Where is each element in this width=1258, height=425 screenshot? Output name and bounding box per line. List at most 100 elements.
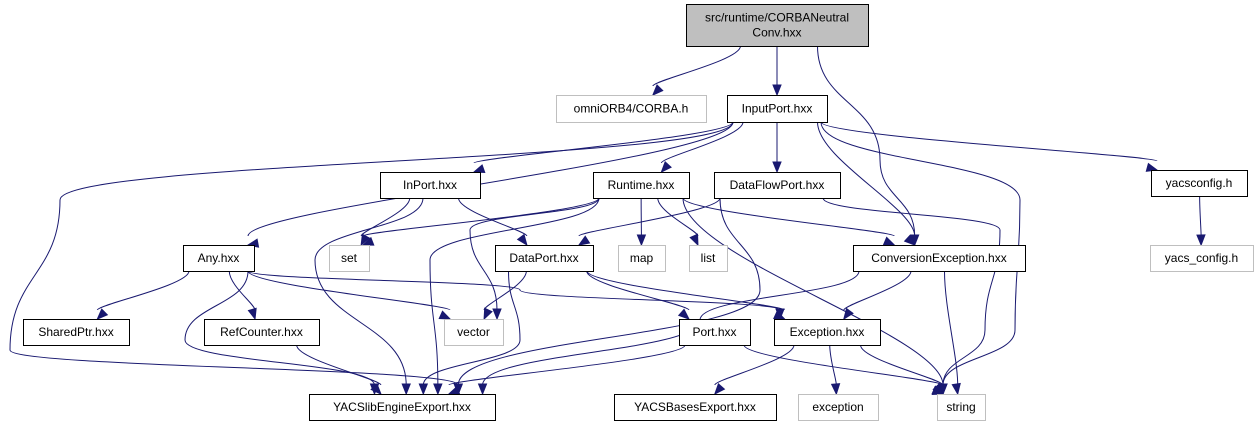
node-any[interactable]: Any.hxx <box>183 245 255 272</box>
node-exception_hxx[interactable]: Exception.hxx <box>774 319 881 346</box>
node-yacsconfig[interactable]: yacsconfig.h <box>1151 170 1248 197</box>
node-box <box>679 319 751 346</box>
edge-line <box>817 45 916 237</box>
arrowhead-icon <box>472 164 486 174</box>
node-refcounter[interactable]: RefCounter.hxx <box>204 319 320 346</box>
node-label: Runtime.hxx <box>608 178 675 192</box>
node-port[interactable]: Port.hxx <box>679 319 751 346</box>
arrowhead-icon <box>842 307 854 321</box>
edge-line <box>228 270 256 311</box>
arrowhead-icon <box>1196 234 1206 247</box>
edge-root-to-inputport <box>772 46 782 97</box>
arrowhead-icon <box>651 84 664 96</box>
node-yacsbases[interactable]: YACSBasesExport.hxx <box>614 394 777 421</box>
node-box <box>204 319 320 346</box>
edge-line <box>578 197 721 237</box>
edge-line <box>714 344 795 386</box>
edge-dataflowport-to-string <box>822 197 1001 396</box>
edge-runtime-to-yacslibengine <box>429 197 600 396</box>
node-box <box>495 245 594 272</box>
arrowhead-icon <box>951 382 961 396</box>
edge-refcounter-to-yacslibengine <box>296 344 382 395</box>
edge-any-to-refcounter <box>228 270 257 321</box>
node-label: map <box>630 251 654 265</box>
arrowhead-icon <box>370 383 382 395</box>
arrowhead-icon <box>577 235 591 246</box>
edge-line <box>586 270 690 311</box>
node-runtime[interactable]: Runtime.hxx <box>593 172 690 199</box>
node-label: DataFlowPort.hxx <box>730 178 825 192</box>
edge-line <box>586 270 786 311</box>
edge-line <box>314 197 424 386</box>
edge-any-to-sharedptr <box>96 270 190 320</box>
arrowhead-icon <box>418 383 429 396</box>
node-box <box>798 394 879 421</box>
node-label: Any.hxx <box>198 251 240 265</box>
node-omniorb: omniORB4/CORBA.h <box>556 95 707 123</box>
edge-inputport-to-conversionexception <box>817 121 916 246</box>
edge-runtime-to-set <box>361 197 600 246</box>
node-conversionexception[interactable]: ConversionException.hxx <box>853 245 1026 272</box>
node-sharedptr[interactable]: SharedPtr.hxx <box>23 319 130 346</box>
edge-line <box>429 197 600 386</box>
node-box <box>686 4 869 47</box>
arrowhead-icon <box>830 383 841 396</box>
node-box <box>1150 245 1254 272</box>
edge-exception_hxx-to-exception <box>829 344 841 396</box>
node-label: ConversionException.hxx <box>871 251 1006 265</box>
arrowhead-icon <box>247 307 257 321</box>
edge-line <box>457 197 761 386</box>
edge-inport-to-yacslibengine <box>314 197 424 396</box>
edge-conversionexception-to-exception_hxx <box>842 270 912 321</box>
edge-line <box>448 344 686 386</box>
node-label: list <box>701 251 716 265</box>
node-label: yacs_config.h <box>1165 251 1238 265</box>
node-label: vector <box>457 325 490 339</box>
node-label: Port.hxx <box>692 325 736 339</box>
node-box <box>329 245 370 272</box>
edge-yacsconfig-to-yacs_config <box>1196 195 1206 247</box>
edge-line <box>860 344 944 386</box>
node-label: omniORB4/CORBA.h <box>574 102 689 116</box>
edge-runtime-to-map <box>636 197 647 247</box>
node-label: YACSBasesExport.hxx <box>634 400 756 414</box>
node-box <box>23 319 130 346</box>
edge-line <box>1199 195 1202 237</box>
arrowhead-icon <box>903 234 916 246</box>
edge-line <box>247 270 451 311</box>
edge-line <box>247 121 734 237</box>
node-inport[interactable]: InPort.hxx <box>380 172 481 199</box>
arrowhead-icon <box>677 308 690 320</box>
edge-line <box>820 121 1158 162</box>
node-label: string <box>946 400 975 414</box>
arrowhead-icon <box>713 382 726 396</box>
edge-dataport-to-vector <box>483 270 527 321</box>
node-dataflowport[interactable]: DataFlowPort.hxx <box>714 172 841 199</box>
node-list: list <box>689 245 728 272</box>
node-label: yacsconfig.h <box>1166 176 1233 190</box>
node-label: RefCounter.hxx <box>220 325 303 339</box>
node-box <box>774 319 881 346</box>
edge-line <box>944 270 959 386</box>
edge-line <box>743 344 944 386</box>
node-dataport[interactable]: DataPort.hxx <box>495 245 594 272</box>
node-box <box>556 95 707 123</box>
edge-any-to-vector <box>247 270 452 320</box>
node-label: set <box>341 251 358 265</box>
node-yacslibengine[interactable]: YACSlibEngineExport.hxx <box>309 394 496 421</box>
edge-inputport-to-runtime <box>660 121 744 173</box>
node-vector: vector <box>444 319 504 346</box>
node-box <box>937 394 986 421</box>
edge-inport-to-set <box>360 197 411 247</box>
edge-inputport-to-dataflowport <box>772 122 782 174</box>
node-label: Conv.hxx <box>752 26 801 40</box>
node-map: map <box>618 245 666 272</box>
node-inputport[interactable]: InputPort.hxx <box>727 95 828 123</box>
edge-line <box>9 121 734 386</box>
edge-exception_hxx-to-string <box>860 344 944 395</box>
arrowhead-icon <box>96 308 109 320</box>
arrowhead-icon <box>772 84 782 97</box>
edge-dataport-to-yacslibengine <box>418 270 521 396</box>
